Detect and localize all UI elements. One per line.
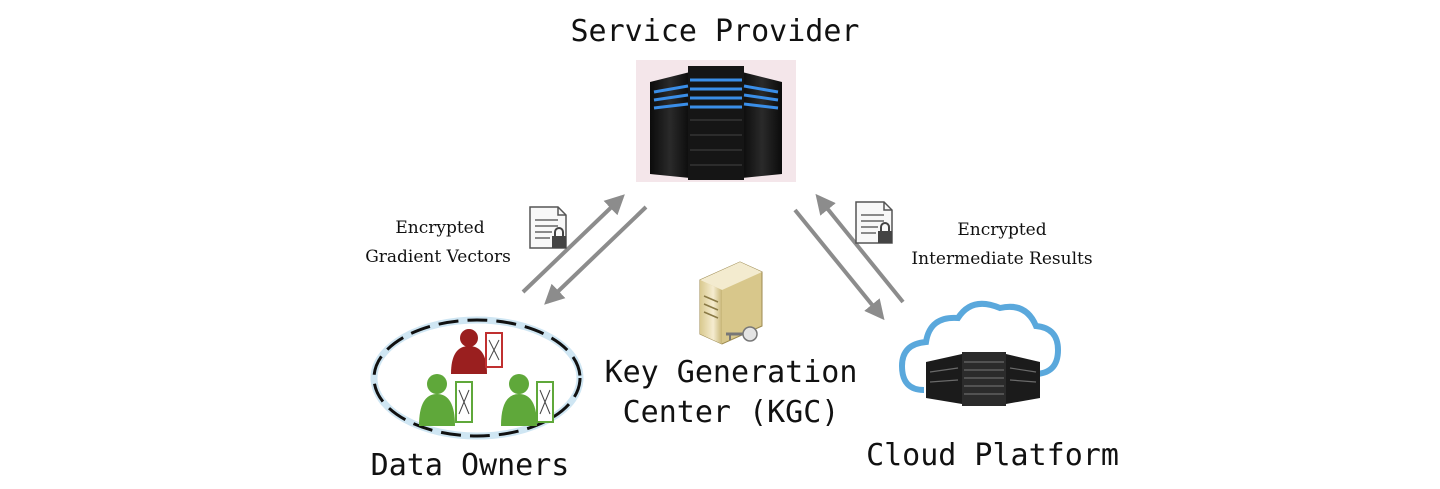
kgc-label-line2: Center (KGC): [622, 395, 840, 430]
cloud-server-icon: [898, 300, 1062, 406]
locked-document-icon: [529, 206, 567, 249]
right-arrows: [793, 193, 905, 321]
service-provider-label: Service Provider: [570, 14, 860, 49]
data-owners-label: Data Owners: [370, 448, 570, 483]
left-arrows: [521, 194, 648, 305]
right-edge-label-line2: Intermediate Results: [911, 249, 1093, 269]
locked-document-icon: [855, 201, 893, 244]
people-group-icon: [370, 316, 584, 440]
key-server-icon: [699, 261, 763, 345]
left-edge-label-line2: Gradient Vectors: [365, 247, 511, 267]
right-edge-label-line1: Encrypted: [957, 220, 1047, 240]
kgc-label-line1: Key Generation: [604, 355, 858, 390]
left-edge-label-line1: Encrypted: [395, 218, 485, 238]
server-rack-icon: [636, 60, 796, 182]
cloud-platform-label: Cloud Platform: [866, 438, 1119, 473]
